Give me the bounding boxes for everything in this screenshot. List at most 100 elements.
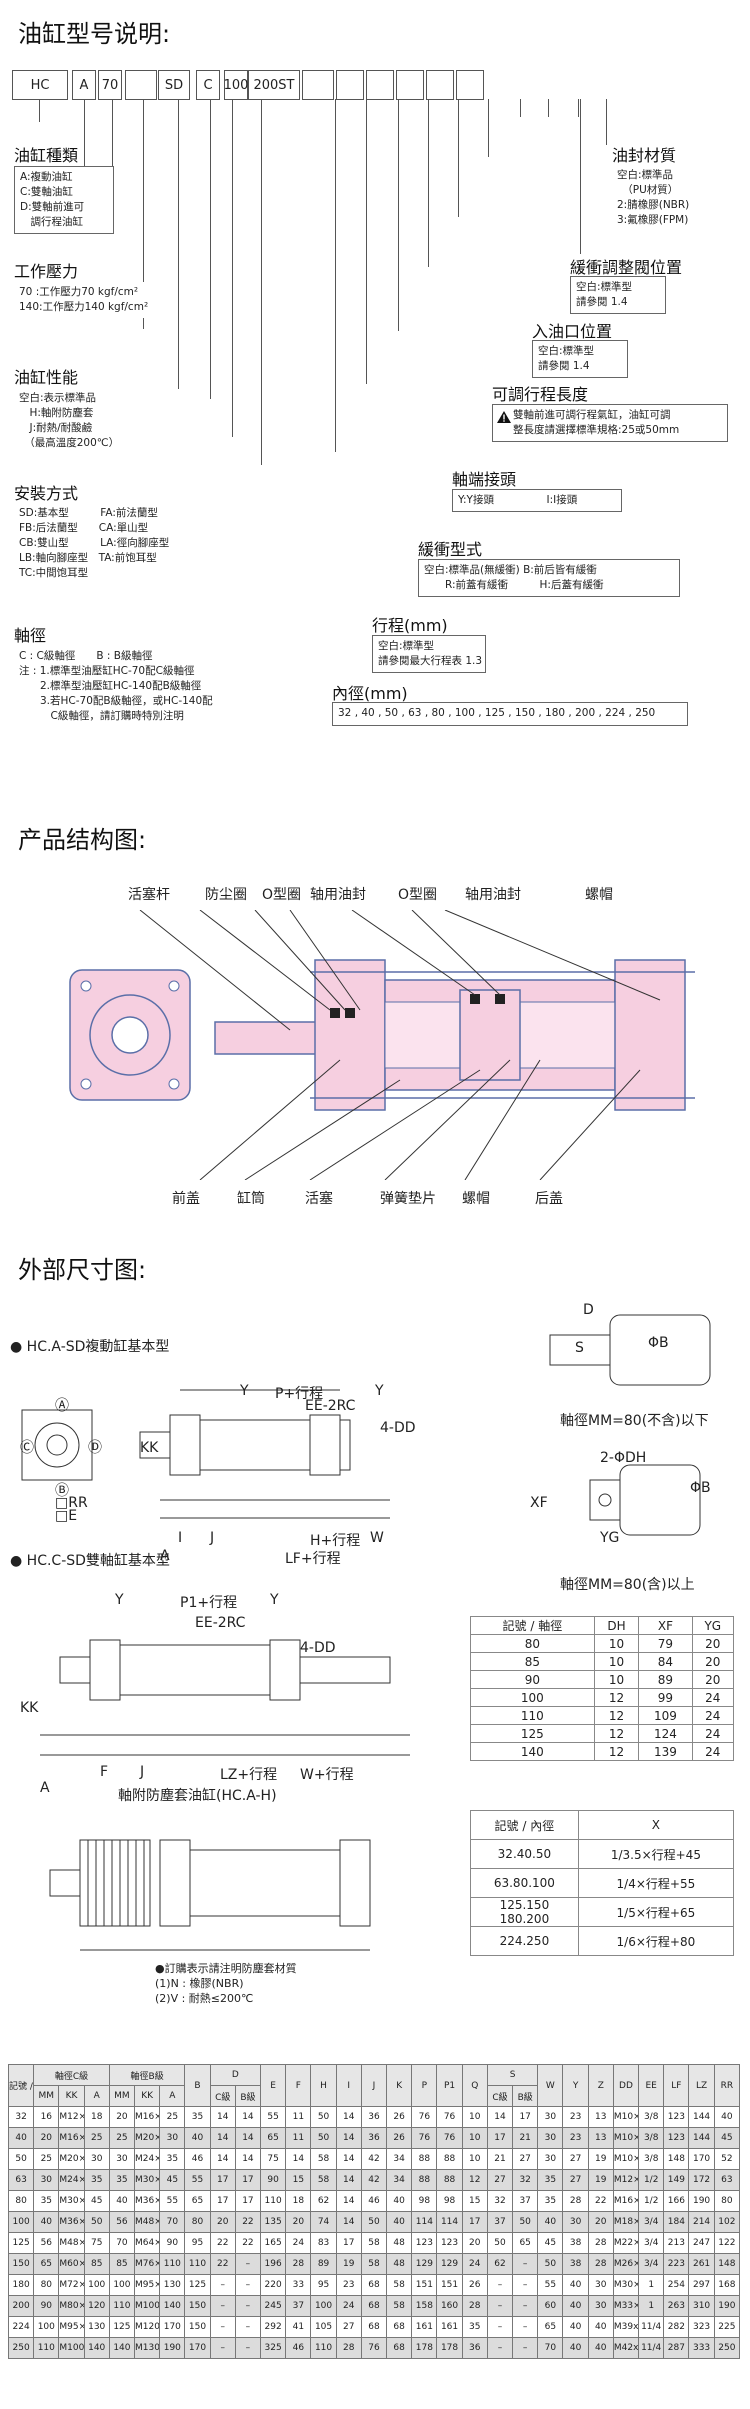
table-cell: 10 [461,2148,488,2170]
connector [210,99,211,399]
code-box [456,70,484,100]
end-view-label: Ⓓ [88,1440,102,1456]
table-cell: M20×1.5 [58,2148,85,2170]
rod-end-label: ΦB [648,1335,669,1351]
table-cell: 23 [562,2106,589,2128]
table-cell: 17 [209,2169,236,2191]
table-header: 軸徑C級 [33,2064,110,2086]
table-cell: 10 [593,1652,640,1671]
table-cell: 36 [360,2127,388,2149]
table-cell: 79 [638,1634,693,1653]
table-cell: 90 [159,2232,186,2254]
table-cell: 1/2 [638,2169,665,2191]
table-cell: 12 [593,1688,640,1707]
table-cell: M100×2.0 [134,2295,161,2317]
dimension-table: 記號 / 內徑軸徑C級軸徑B級BDEFHIJKPP1QSWYZDDEELFLZR… [7,2064,741,2359]
table-cell: 19 [335,2253,362,2275]
table-cell: – [234,2295,262,2317]
table-cell: 30 [33,2169,60,2191]
table-cell: 30 [537,2106,564,2128]
connector [335,99,336,452]
mounting-title: 安裝方式 [14,484,79,503]
table-cell: M24×1.5 [58,2169,85,2191]
table-cell: – [486,2337,514,2359]
seal-box: 空白:標準品 （PU材質） 2:腈橡膠(NBR) 3:氟橡膠(FPM) [612,165,730,231]
table-cell: 22 [234,2211,262,2233]
table-cell: 20 [209,2211,236,2233]
table-header: H [310,2064,337,2107]
connector [428,99,429,267]
performance-box: 空白:表示標準品 H:軸附防塵套 J:耐熱/耐酸鹼 （最高溫度200℃） [14,388,144,454]
connector [520,99,521,117]
rod-end-label: S [575,1340,584,1356]
table-cell: 21 [512,2127,539,2149]
table-cell: 110 [470,1706,595,1725]
table-subheader: MM [33,2085,60,2107]
table-cell: 297 [688,2274,715,2296]
table-cell: 48 [386,2232,413,2254]
table-cell: 63.80.100 [470,1868,579,1898]
table-cell: 223 [663,2253,690,2275]
table-cell: 254 [663,2274,690,2296]
table-cell: 40 [562,2274,589,2296]
table-cell: 35 [108,2169,136,2191]
table-cell: 65 [260,2127,287,2149]
table-cell: – [512,2337,539,2359]
table-cell: 48 [386,2253,413,2275]
structure-label-top: O型圈 [398,887,438,903]
table-cell: 10 [461,2127,488,2149]
code-box [336,70,364,100]
table-cell: 150 [7,2253,35,2275]
table-cell: 74 [310,2211,337,2233]
boot-note: ●訂購表示請注明防塵套材質 (1)N : 橡膠(NBR) (2)V : 耐熱≤2… [150,1958,330,2009]
table-cell: M26×1.5 [612,2253,640,2275]
code-box [125,70,157,100]
table-cell: 55 [260,2106,287,2128]
drawing-c-label: W+行程 [300,1767,354,1783]
table-cell: 35 [184,2106,211,2128]
mounting-box: SD:基本型 FA:前法蘭型 FB:后法蘭型 CA:單山型 CB:雙山型 LA:… [14,503,214,584]
table-cell: 135 [260,2211,287,2233]
table-cell: 76 [411,2106,438,2128]
table-cell: 10 [593,1670,640,1689]
table-cell: 65 [512,2232,539,2254]
table-cell: 14 [209,2106,236,2128]
table-cell: 80 [184,2211,211,2233]
table-cell: 102 [713,2211,741,2233]
drawing-a-label: Y [375,1383,384,1399]
table-cell: – [512,2316,539,2338]
connector [143,99,144,329]
table-cell: 88 [411,2148,438,2170]
rod-end-label: XF [530,1495,548,1511]
table-cell: 32 [7,2106,35,2128]
table-cell: 19 [587,2169,614,2191]
table-cell: 42 [360,2169,388,2191]
table-cell: 1 [638,2274,665,2296]
table-cell: 15 [461,2190,488,2212]
code-box: HC [12,70,68,100]
subtitle-a: ● HC.A-SD複動缸基本型 [10,1339,170,1355]
table-cell: 58 [310,2148,337,2170]
table-cell: 144 [688,2127,715,2149]
table-subheader: KK [58,2085,85,2107]
table-cell: M24×1.5 [134,2148,161,2170]
table-cell: 21 [486,2148,514,2170]
table-cell: 190 [159,2337,186,2359]
table-cell: 35 [461,2316,488,2338]
drawing-a-label: LF+行程 [285,1551,341,1567]
structure-label-top: 螺帽 [585,887,613,903]
table-cell: 168 [713,2274,741,2296]
drawing-a-label: P+行程 [275,1386,324,1402]
table-cell: 129 [411,2253,438,2275]
table-cell: 172 [688,2169,715,2191]
table-cell: 1/2 [638,2190,665,2212]
table-cell: 14 [209,2148,236,2170]
table-cell: 56 [33,2232,60,2254]
drawing-hc-a [21,1389,390,1519]
table-cell: 151 [411,2274,438,2296]
table-cell: 148 [663,2148,690,2170]
table-cell: 125 [184,2274,211,2296]
